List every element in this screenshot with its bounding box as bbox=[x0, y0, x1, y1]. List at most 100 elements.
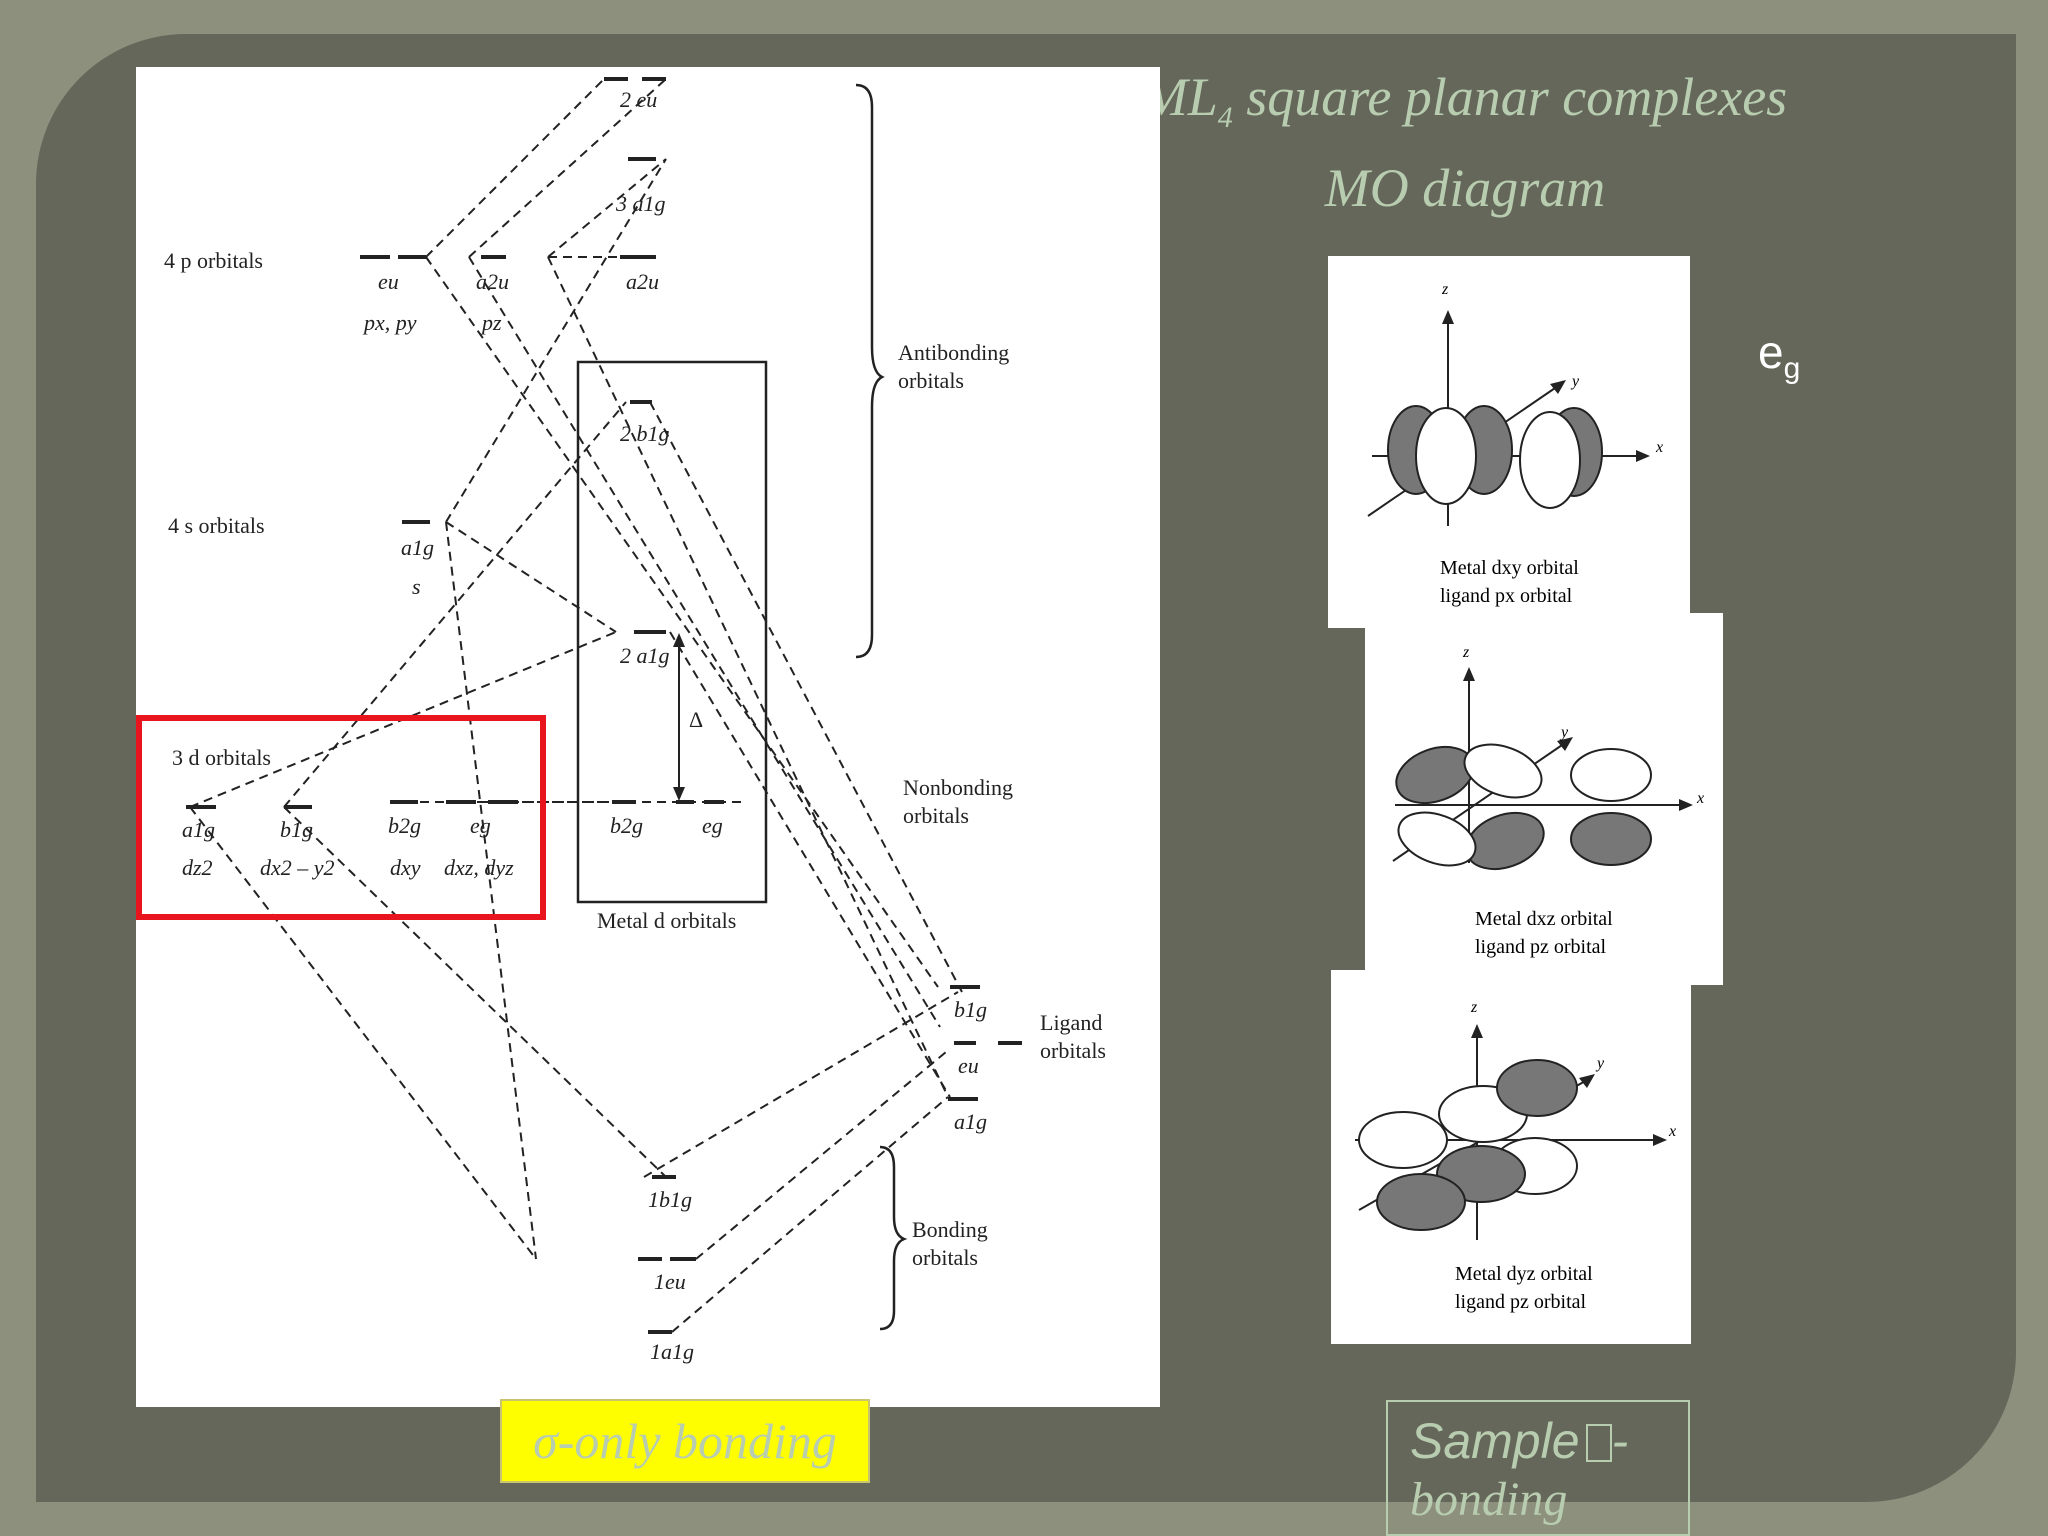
z-label: z bbox=[1441, 281, 1449, 298]
group-labels: 4 p orbitals 4 s orbitals 3 d orbitals M… bbox=[164, 248, 1106, 1270]
caption-2: ligand px orbital bbox=[1440, 585, 1573, 607]
caption-1: Metal dxz orbital bbox=[1475, 908, 1613, 930]
lobe-white bbox=[1463, 743, 1543, 799]
title-line-1: ML4 square planar complexes bbox=[1040, 62, 1890, 153]
label-antibonding-1: Antibonding bbox=[898, 340, 1009, 365]
title-sub: 4 bbox=[1217, 100, 1233, 134]
label-3d: 3 d orbitals bbox=[172, 745, 271, 770]
delta-label: Δ bbox=[689, 707, 703, 732]
antibonding-brace bbox=[855, 83, 885, 659]
y-label: y bbox=[1570, 373, 1580, 390]
mo-eg: eg bbox=[702, 813, 723, 838]
label-nonbonding-1: Nonbonding bbox=[903, 775, 1013, 800]
x-axis-arrow bbox=[1679, 799, 1693, 811]
mo-diagram-svg: 4 p orbitals 4 s orbitals 3 d orbitals M… bbox=[164, 77, 1106, 1364]
mo-2a1g: 2 a1g bbox=[620, 643, 670, 668]
x-label: x bbox=[1696, 790, 1704, 807]
d-a1g: a1g bbox=[182, 817, 215, 842]
z-label: z bbox=[1462, 644, 1470, 661]
missing-glyph-icon bbox=[1585, 1424, 1612, 1462]
energy-levels bbox=[186, 77, 1022, 1334]
label-4s: 4 s orbitals bbox=[168, 513, 265, 538]
title-rest: square planar complexes bbox=[1232, 67, 1788, 127]
delta-arrow-head-up bbox=[673, 633, 685, 647]
x-axis-arrow bbox=[1653, 1134, 1667, 1146]
lobe-shaded bbox=[1395, 745, 1475, 805]
label-ligand-1: Ligand bbox=[1040, 1010, 1102, 1035]
correlation-lines bbox=[189, 78, 963, 1333]
title-line-2: MO diagram bbox=[1324, 157, 1606, 218]
eg-label: eg bbox=[1758, 325, 1800, 386]
lobe-shaded bbox=[1496, 1059, 1578, 1117]
sample-line-2: bonding bbox=[1410, 1473, 1568, 1526]
label-antibonding-2: orbitals bbox=[898, 368, 964, 393]
p-eu: eu bbox=[378, 269, 399, 294]
mo-a2u: a2u bbox=[626, 269, 659, 294]
bonding-brace bbox=[879, 1145, 908, 1331]
mo-1a1g: 1a1g bbox=[650, 1339, 694, 1364]
orbital-card-dyz: x y z Metal dyz orbital ligand pz orbita… bbox=[1331, 970, 1691, 1344]
sigma-only-bonding-label: σ-only bonding bbox=[500, 1399, 870, 1483]
orbital-card-dyz-svg: x y z Metal dyz orbital ligand pz orbita… bbox=[1355, 999, 1676, 1313]
orbital-card-dxz: x y z Metal dxz orbital ligand pz orbita… bbox=[1365, 613, 1723, 985]
mo-1eu: 1eu bbox=[654, 1269, 686, 1294]
lobe-white bbox=[1415, 407, 1477, 505]
d-dz2: dz2 bbox=[182, 855, 213, 880]
z-label: z bbox=[1470, 999, 1478, 1016]
eg-sub: g bbox=[1783, 352, 1801, 386]
z-axis-arrow bbox=[1442, 310, 1454, 324]
lobe-white bbox=[1570, 748, 1652, 802]
d-dx2y2: dx2 – y2 bbox=[260, 855, 335, 880]
lig-eu: eu bbox=[958, 1053, 979, 1078]
eg-main: e bbox=[1758, 326, 1784, 378]
symmetry-labels: 2 eu 3 a1g eu a2u a2u px, py pz 2 b1g a1… bbox=[182, 87, 987, 1364]
p-a2u: a2u bbox=[476, 269, 509, 294]
sample-dash: - bbox=[1611, 1413, 1629, 1469]
d-dxzdyz: dxz, dyz bbox=[444, 855, 514, 880]
lobe-white bbox=[1397, 811, 1477, 867]
mo-diagram: 4 p orbitals 4 s orbitals 3 d orbitals M… bbox=[136, 67, 1160, 1407]
y-axis-arrow bbox=[1557, 737, 1573, 751]
highlight-3d-orbitals-box bbox=[136, 715, 546, 920]
mo-3a1g: 3 a1g bbox=[615, 191, 666, 216]
caption-1: Metal dxy orbital bbox=[1440, 557, 1579, 579]
caption-1: Metal dyz orbital bbox=[1455, 1263, 1593, 1285]
orbital-card-dxy-svg: x y z Metal dxy orbital ligand px orbita… bbox=[1367, 281, 1663, 607]
label-nonbonding-2: orbitals bbox=[903, 803, 969, 828]
s-a1g: a1g bbox=[401, 535, 434, 560]
sample-bonding-box: Sample- bonding bbox=[1386, 1400, 1690, 1536]
label-4p: 4 p orbitals bbox=[164, 248, 263, 273]
slide-title: ML4 square planar complexes MO diagram bbox=[1040, 62, 1890, 223]
z-axis-arrow bbox=[1471, 1024, 1483, 1038]
p-pz: pz bbox=[480, 310, 502, 335]
d-eg: eg bbox=[470, 813, 491, 838]
y-label: y bbox=[1559, 724, 1569, 741]
lobe-white bbox=[1519, 411, 1581, 509]
caption-2: ligand pz orbital bbox=[1475, 936, 1607, 958]
sample-text: Sample bbox=[1410, 1413, 1580, 1469]
x-label: x bbox=[1668, 1123, 1676, 1140]
mo-2eu: 2 eu bbox=[620, 87, 657, 112]
metal-d-box bbox=[576, 360, 768, 904]
mo-1b1g: 1b1g bbox=[648, 1187, 692, 1212]
caption-2: ligand pz orbital bbox=[1455, 1291, 1587, 1313]
d-b2g: b2g bbox=[388, 813, 421, 838]
y-axis-arrow bbox=[1550, 380, 1566, 394]
y-axis-arrow bbox=[1579, 1074, 1595, 1088]
z-axis-arrow bbox=[1463, 667, 1475, 681]
mo-b2g: b2g bbox=[610, 813, 643, 838]
x-label: x bbox=[1655, 439, 1663, 456]
lig-a1g: a1g bbox=[954, 1109, 987, 1134]
y-label: y bbox=[1595, 1055, 1605, 1072]
lig-b1g: b1g bbox=[954, 997, 987, 1022]
p-pxpy: px, py bbox=[362, 310, 417, 335]
d-dxy: dxy bbox=[390, 855, 421, 880]
orbital-card-dxz-svg: x y z Metal dxz orbital ligand pz orbita… bbox=[1392, 644, 1704, 958]
label-ligand-2: orbitals bbox=[1040, 1038, 1106, 1063]
lobe-white bbox=[1358, 1111, 1448, 1169]
lobe-shaded bbox=[1376, 1173, 1466, 1231]
label-bonding-2: orbitals bbox=[912, 1245, 978, 1270]
s-s: s bbox=[412, 574, 421, 599]
orbital-card-dxy: x y z Metal dxy orbital ligand px orbita… bbox=[1328, 256, 1690, 628]
label-metal-d: Metal d orbitals bbox=[597, 908, 736, 933]
